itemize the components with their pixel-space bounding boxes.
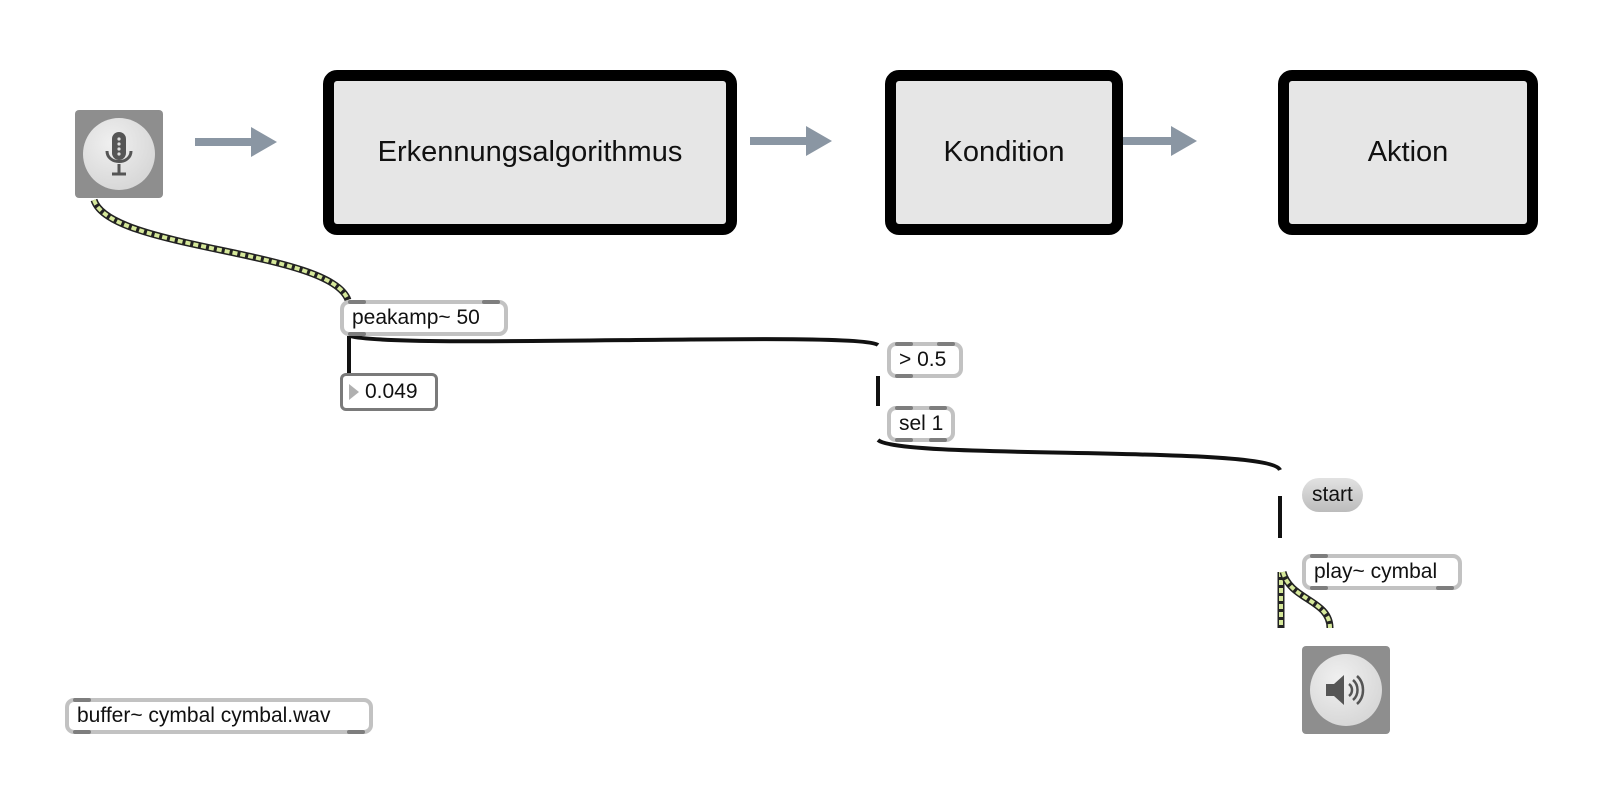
signal-cord-mic-to-peakamp[interactable] bbox=[90, 198, 352, 302]
block-label: Erkennungsalgorithmus bbox=[377, 136, 683, 168]
buffer-object[interactable]: buffer~ cymbal cymbal.wav bbox=[65, 698, 373, 734]
arrow-right-icon bbox=[750, 126, 832, 156]
speaker-output-object[interactable] bbox=[1302, 646, 1390, 734]
number-box[interactable]: 0.049 bbox=[340, 373, 438, 411]
start-message[interactable]: start bbox=[1302, 478, 1363, 512]
object-text: sel 1 bbox=[899, 412, 944, 435]
cord-peakamp-to-gt[interactable] bbox=[349, 334, 880, 347]
inlet[interactable] bbox=[937, 342, 955, 346]
microphone-icon bbox=[105, 132, 133, 176]
outlet[interactable] bbox=[895, 374, 913, 378]
object-text: peakamp~ 50 bbox=[352, 306, 480, 329]
speaker-button[interactable] bbox=[1310, 654, 1382, 726]
block-detection-algorithm: Erkennungsalgorithmus bbox=[323, 70, 737, 235]
inlet[interactable] bbox=[895, 342, 913, 346]
block-label: Kondition bbox=[943, 136, 1065, 168]
object-text: buffer~ cymbal cymbal.wav bbox=[77, 704, 331, 727]
number-box-triangle-icon bbox=[349, 384, 359, 400]
outlet[interactable] bbox=[929, 438, 947, 442]
speaker-icon bbox=[1326, 675, 1365, 705]
block-condition: Kondition bbox=[885, 70, 1123, 235]
outlet[interactable] bbox=[73, 730, 91, 734]
arrow-right-icon bbox=[1115, 126, 1197, 156]
message-text: start bbox=[1312, 483, 1353, 506]
select-object[interactable]: sel 1 bbox=[887, 406, 955, 442]
inlet[interactable] bbox=[1310, 554, 1328, 558]
outlet[interactable] bbox=[1436, 586, 1454, 590]
outlet[interactable] bbox=[1310, 586, 1328, 590]
outlet[interactable] bbox=[895, 438, 913, 442]
object-text: > 0.5 bbox=[899, 348, 947, 371]
inlet[interactable] bbox=[348, 300, 366, 304]
outlet[interactable] bbox=[348, 332, 366, 336]
inlet[interactable] bbox=[929, 406, 947, 410]
inlet[interactable] bbox=[895, 406, 913, 410]
outlet[interactable] bbox=[347, 730, 365, 734]
play-object[interactable]: play~ cymbal bbox=[1302, 554, 1462, 590]
number-value: 0.049 bbox=[365, 380, 418, 403]
microphone-input-object[interactable] bbox=[75, 110, 163, 198]
microphone-button[interactable] bbox=[83, 118, 155, 190]
inlet[interactable] bbox=[482, 300, 500, 304]
block-label: Aktion bbox=[1367, 136, 1449, 168]
inlet[interactable] bbox=[73, 698, 91, 702]
arrow-right-icon bbox=[195, 127, 277, 157]
cord-sel-to-start[interactable] bbox=[876, 438, 1282, 472]
peakamp-object[interactable]: peakamp~ 50 bbox=[340, 300, 508, 336]
greater-than-object[interactable]: > 0.5 bbox=[887, 342, 963, 378]
block-action: Aktion bbox=[1278, 70, 1538, 235]
object-text: play~ cymbal bbox=[1314, 560, 1438, 583]
